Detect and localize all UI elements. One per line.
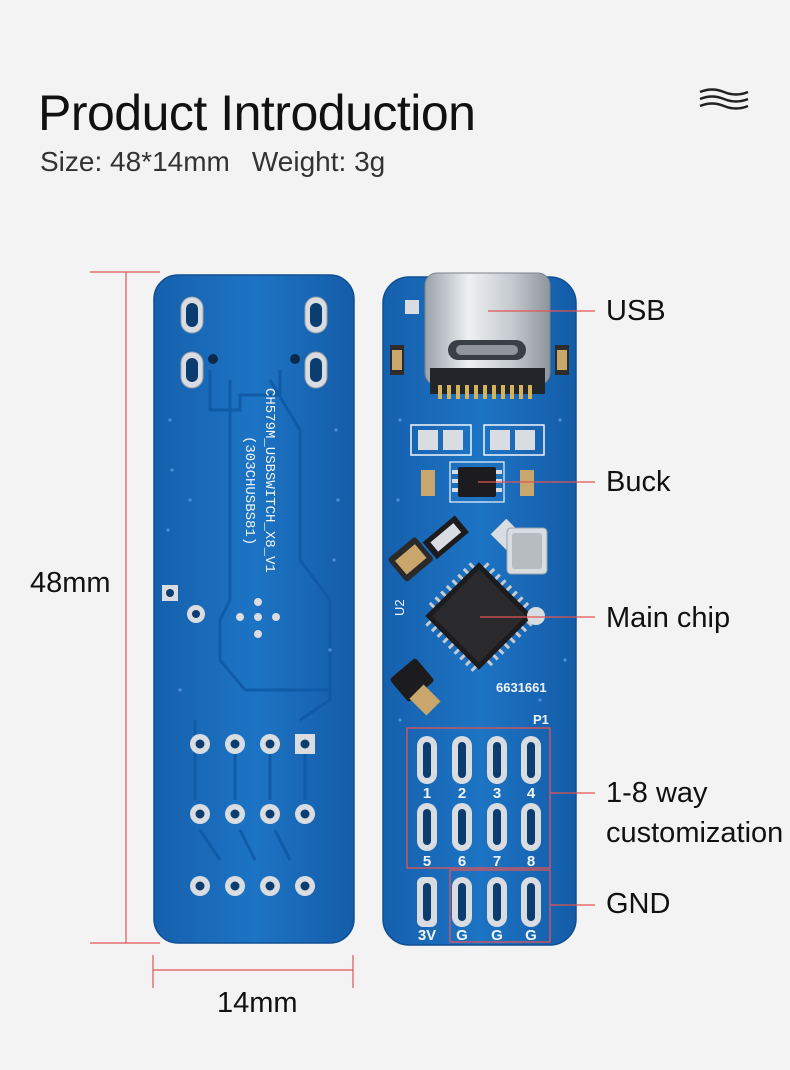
annotation-lines	[406, 310, 595, 943]
callout-gnd: GND	[606, 888, 671, 920]
pin-label: G	[525, 927, 537, 944]
height-dimension-label: 48mm	[30, 567, 111, 599]
pin-label: 3	[493, 785, 501, 802]
callout-main-chip: Main chip	[606, 602, 731, 634]
pin-label: G	[456, 927, 468, 944]
back-silkscreen-line2: (303CHUSBS81)	[241, 436, 257, 545]
pin-label: 8	[527, 853, 535, 870]
size-spec: Size: 48*14mm	[40, 146, 230, 177]
callout-buck: Buck	[606, 466, 671, 498]
product-specs: Size: 48*14mm Weight: 3g	[40, 146, 385, 178]
width-dimension-label: 14mm	[217, 987, 298, 1019]
weight-spec: Weight: 3g	[251, 146, 386, 177]
page-title: Product Introduction	[38, 85, 476, 141]
callout-customization-line1: 1-8 way	[606, 777, 708, 809]
main-chip	[425, 562, 535, 672]
pcb-back-side: CH579M_USBSWITCH_X8_V1 (303CHUSBS81)	[153, 274, 355, 944]
callout-usb: USB	[606, 295, 666, 327]
height-dimension	[90, 271, 160, 944]
width-dimension	[152, 955, 354, 988]
back-silkscreen-line1: CH579M_USBSWITCH_X8_V1	[261, 388, 277, 573]
header-p1-label: P1	[533, 712, 549, 727]
callout-customization: 1-8 way customization	[606, 773, 783, 853]
back-pad-grid	[190, 734, 315, 896]
pin-label: 4	[527, 785, 536, 802]
pin-label: 3V	[418, 927, 436, 944]
u2-label: U2	[392, 599, 407, 616]
pcb-front-side: U2 6631661 P1 1 2 3	[382, 272, 577, 946]
pin-header-pads	[417, 736, 541, 927]
pin-label: 7	[493, 853, 501, 870]
pin-label: G	[491, 927, 503, 944]
pin-label: 6	[458, 853, 466, 870]
chip-code: 6631661	[496, 680, 547, 695]
menu-icon[interactable]	[698, 86, 750, 112]
pin-label: 1	[423, 785, 431, 802]
callout-customization-line2: customization	[606, 817, 784, 849]
pin-label: 2	[458, 785, 466, 802]
pin-label: 5	[423, 853, 431, 870]
usb-c-connector	[424, 272, 551, 399]
